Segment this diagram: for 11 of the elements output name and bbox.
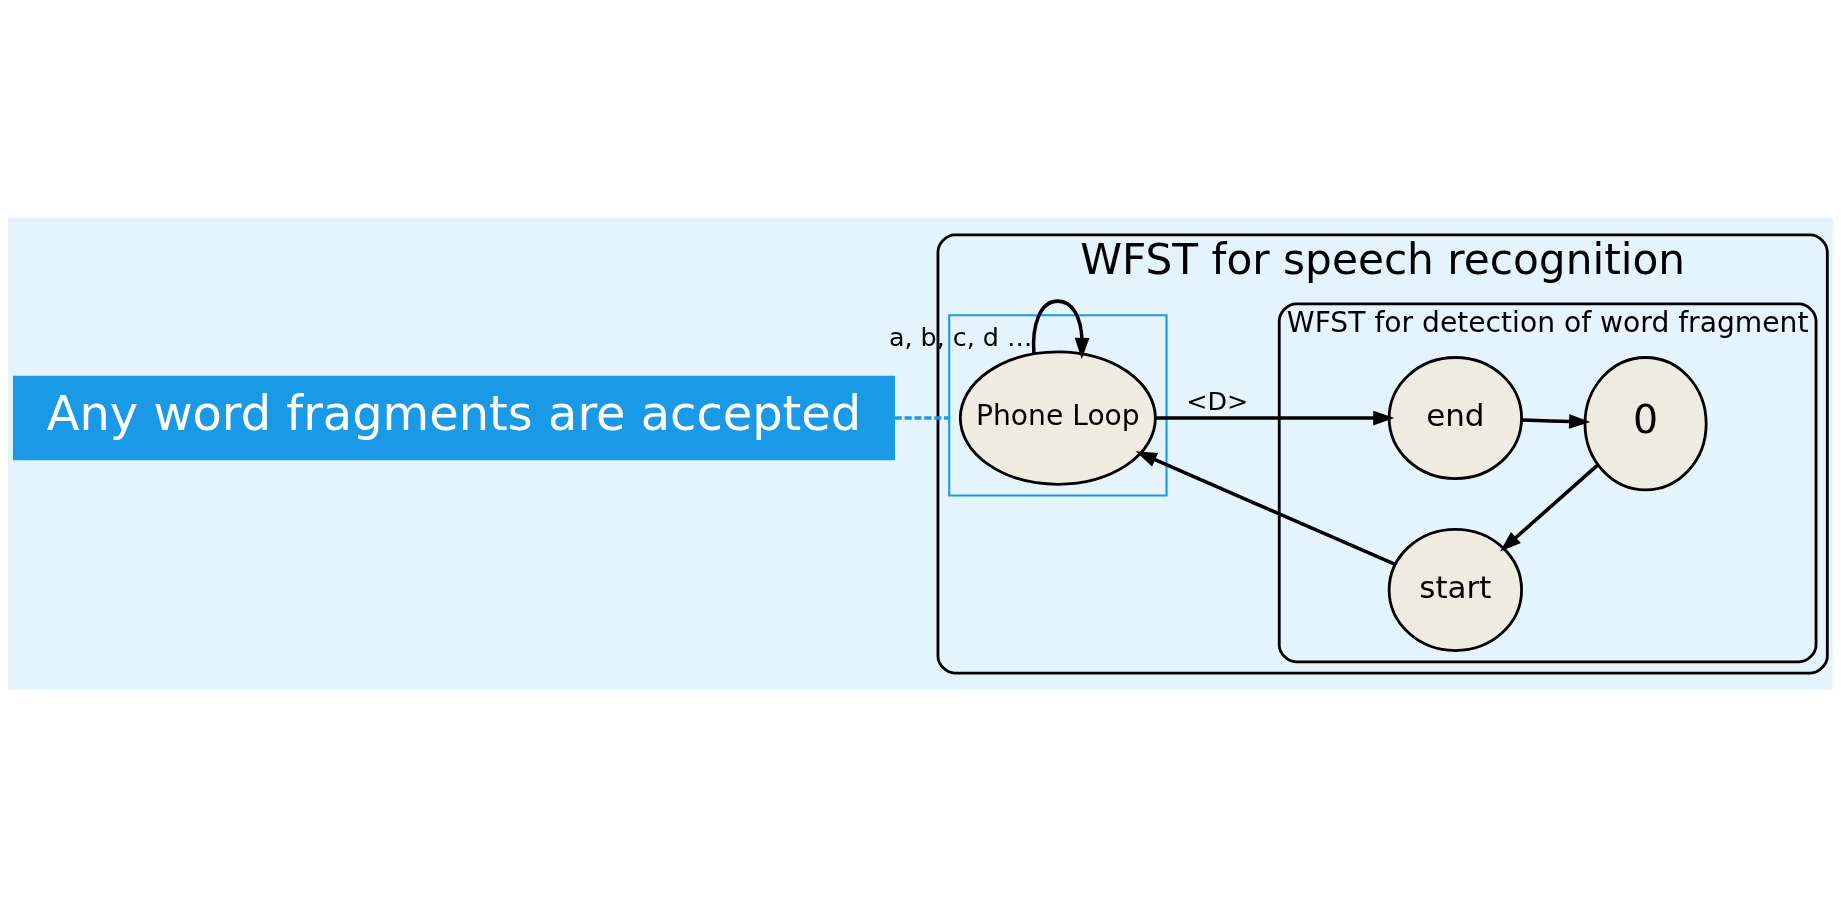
node-circle: end <box>1387 356 1523 481</box>
arrow <box>1135 451 1396 566</box>
arrow <box>1155 410 1395 426</box>
cluster <box>948 314 1168 497</box>
arrow <box>1521 414 1591 429</box>
node-circle: 0 <box>1583 356 1708 492</box>
connector <box>894 416 950 420</box>
arrow <box>1031 299 1090 360</box>
arrow <box>1500 463 1599 552</box>
edge-label: <D> <box>1186 386 1249 417</box>
node-box: Any word fragments are accepted <box>12 375 895 461</box>
